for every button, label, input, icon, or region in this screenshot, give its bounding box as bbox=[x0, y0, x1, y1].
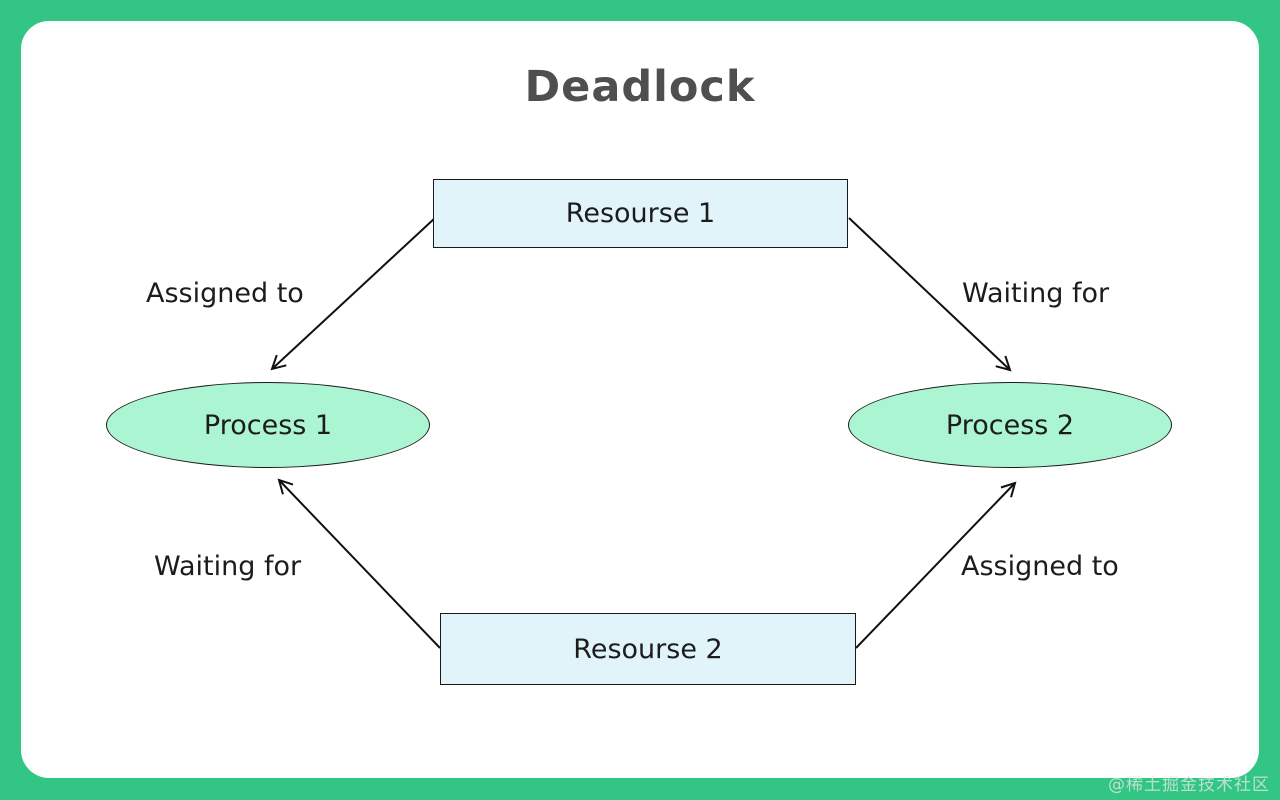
edge-label-waiting-for-top: Waiting for bbox=[962, 278, 1110, 309]
watermark: @稀土掘金技术社区 bbox=[1108, 775, 1270, 795]
node-process-2-label: Process 2 bbox=[945, 409, 1075, 441]
edge-resource1-to-process1 bbox=[272, 217, 436, 369]
edge-resource1-to-process2 bbox=[848, 217, 1010, 370]
node-resource-2: Resourse 2 bbox=[440, 613, 856, 685]
node-resource-1-label: Resourse 1 bbox=[565, 198, 716, 229]
node-process-1-label: Process 1 bbox=[203, 409, 333, 441]
node-resource-1: Resourse 1 bbox=[433, 179, 848, 248]
diagram-title: Deadlock bbox=[524, 62, 756, 112]
edge-label-assigned-to-top: Assigned to bbox=[146, 278, 304, 309]
edge-label-assigned-to-bottom: Assigned to bbox=[961, 551, 1119, 582]
edge-resource2-to-process2 bbox=[855, 483, 1015, 649]
node-process-1: Process 1 bbox=[106, 382, 430, 468]
edge-resource2-to-process1 bbox=[279, 480, 441, 649]
node-resource-2-label: Resourse 2 bbox=[573, 633, 723, 665]
node-process-2: Process 2 bbox=[848, 382, 1172, 468]
edge-label-waiting-for-bottom: Waiting for bbox=[154, 551, 302, 582]
